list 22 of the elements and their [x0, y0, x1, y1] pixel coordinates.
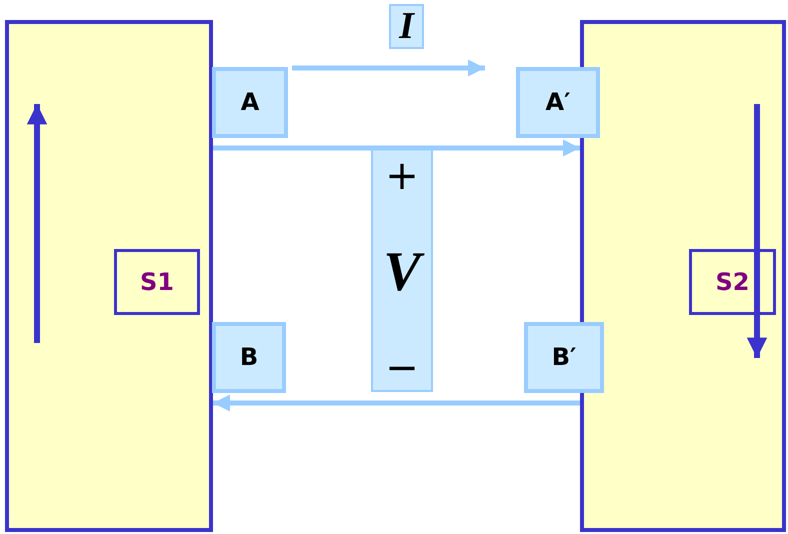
current-symbol: I — [399, 6, 414, 48]
label-box — [689, 249, 776, 315]
arrow — [213, 140, 580, 156]
terminal-label: B′ — [552, 344, 576, 371]
arrow — [213, 394, 580, 412]
terminal-box — [516, 67, 600, 138]
conductor-block — [5, 20, 213, 532]
current-label-box — [389, 4, 424, 49]
terminal-label: S1 — [140, 268, 174, 296]
plus-sign: + — [385, 156, 419, 196]
terminal-label: A — [240, 89, 260, 116]
label-box — [114, 249, 200, 315]
arrow — [292, 60, 485, 76]
terminal-box — [212, 322, 286, 393]
voltage-box — [371, 148, 433, 392]
terminal-label: A′ — [546, 89, 570, 116]
minus-sign: − — [385, 348, 419, 388]
terminal-box — [212, 67, 288, 138]
terminal-box — [524, 322, 604, 393]
terminal-label: B — [240, 344, 258, 371]
terminal-label: S2 — [716, 268, 750, 296]
conductor-block — [580, 20, 786, 532]
